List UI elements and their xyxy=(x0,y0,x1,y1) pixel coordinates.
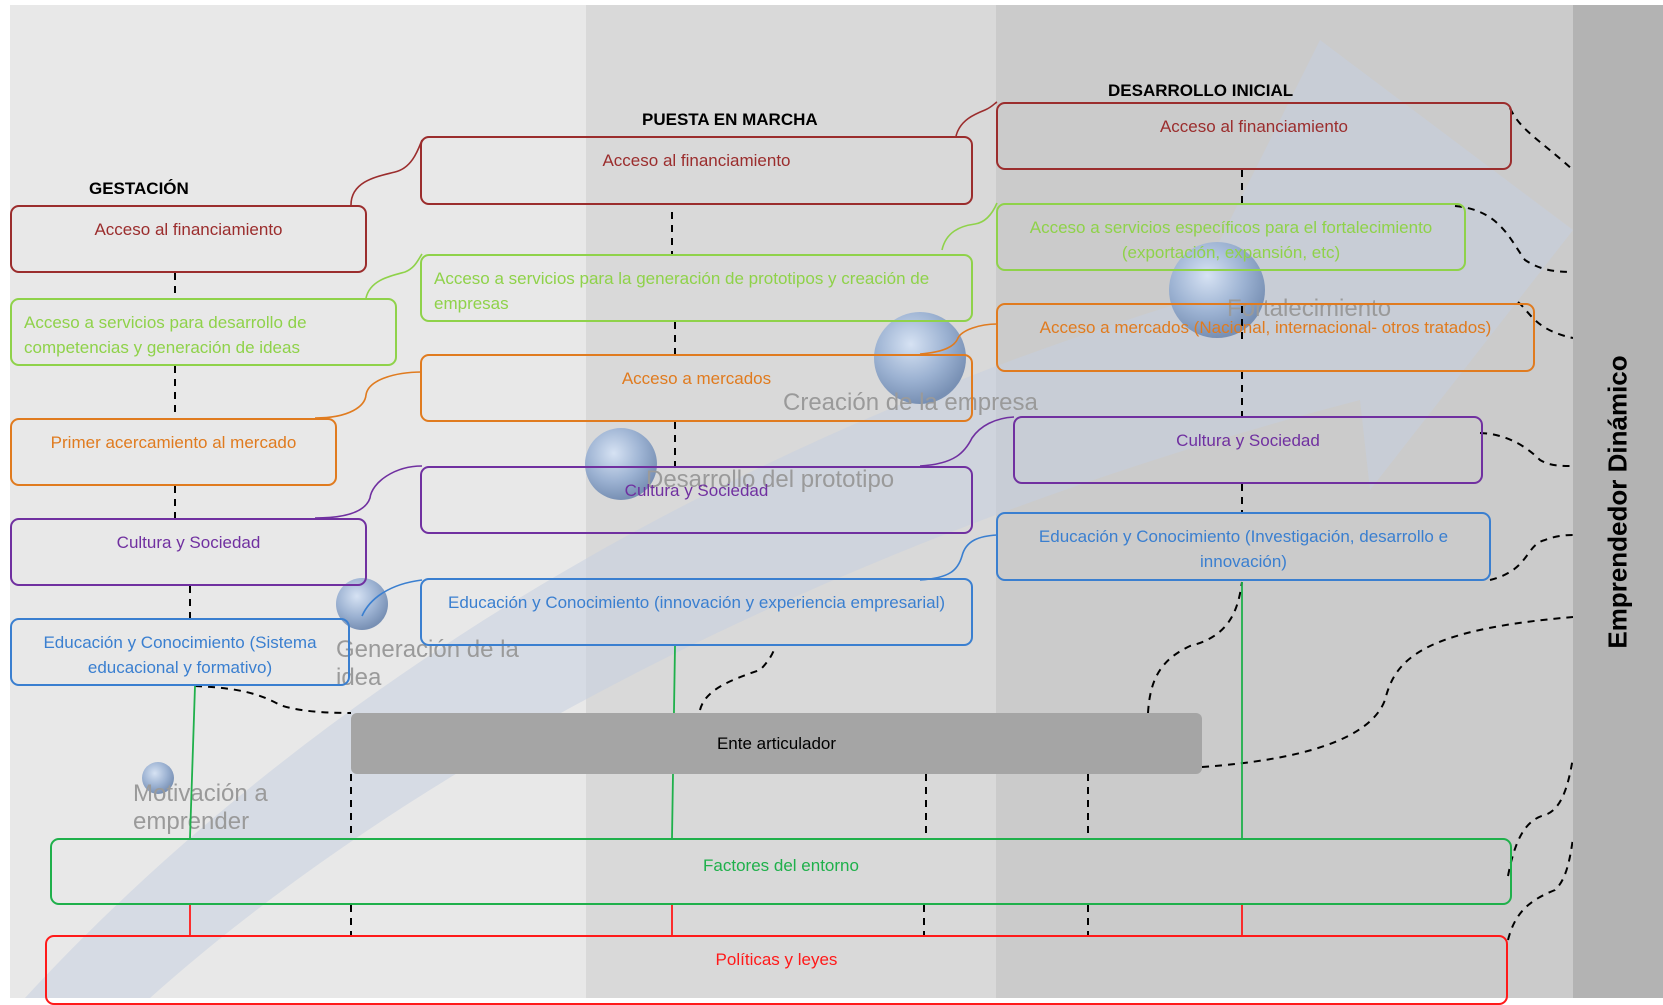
gestacion-education-box: Educación y Conocimiento (Sistema educac… xyxy=(10,618,350,686)
puesta-culture-box: Cultura y Sociedad xyxy=(420,466,973,534)
puesta-services-box: Acceso a servicios para la generación de… xyxy=(420,254,973,322)
bubble-fortalecimiento xyxy=(1169,242,1265,338)
gestacion-financing-box: Acceso al financiamiento xyxy=(10,205,367,273)
bubble-prototipo xyxy=(585,428,657,500)
ente-articulador-box: Ente articulador xyxy=(351,713,1202,774)
emprendedor-sidebar: Emprendedor Dinámico xyxy=(1573,5,1663,998)
emprendedor-dinamico-title: Emprendedor Dinámico xyxy=(1602,354,1633,649)
bubble-generacion xyxy=(336,578,388,630)
desarrollo-culture-box: Cultura y Sociedad xyxy=(1013,416,1483,484)
politicas-leyes-box: Políticas y leyes xyxy=(45,935,1508,1005)
phase-title-puesta-en-marcha: PUESTA EN MARCHA xyxy=(642,110,818,129)
phase-title-gestacion: GESTACIÓN xyxy=(89,179,189,198)
gestacion-services-box: Acceso a servicios para desarrollo de co… xyxy=(10,298,397,366)
gestacion-culture-box: Cultura y Sociedad xyxy=(10,518,367,586)
bubble-creacion xyxy=(874,312,966,404)
desarrollo-financing-box: Acceso al financiamiento xyxy=(996,102,1512,170)
stage-label-fortalecimiento: Fortalecimiento xyxy=(1227,295,1392,322)
policy-links xyxy=(189,905,1243,935)
desarrollo-market-box: Acceso a mercados (Nacional, internacion… xyxy=(996,303,1535,372)
puesta-education-box: Educación y Conocimiento (innovación y e… xyxy=(420,578,973,646)
bubble-motivacion xyxy=(142,762,174,794)
desarrollo-education-box: Educación y Conocimiento (Investigación,… xyxy=(996,512,1491,581)
dashed-connectors xyxy=(174,107,1574,941)
factores-entorno-box: Factores del entorno xyxy=(50,838,1512,905)
gestacion-market-box: Primer acercamiento al mercado xyxy=(10,418,337,486)
puesta-market-box: Acceso a mercados xyxy=(420,354,973,422)
stage-label-creacion: Creación de la empresa xyxy=(783,389,1038,416)
stage-label-prototipo: Desarrollo del prototipo xyxy=(646,466,895,493)
phase-title-desarrollo-inicial: DESARROLLO INICIAL xyxy=(1108,81,1294,100)
puesta-financing-box: Acceso al financiamiento xyxy=(420,136,973,205)
bracket-connectors xyxy=(314,101,1015,617)
desarrollo-services-box: Acceso a servicios específicos para el f… xyxy=(996,203,1466,271)
